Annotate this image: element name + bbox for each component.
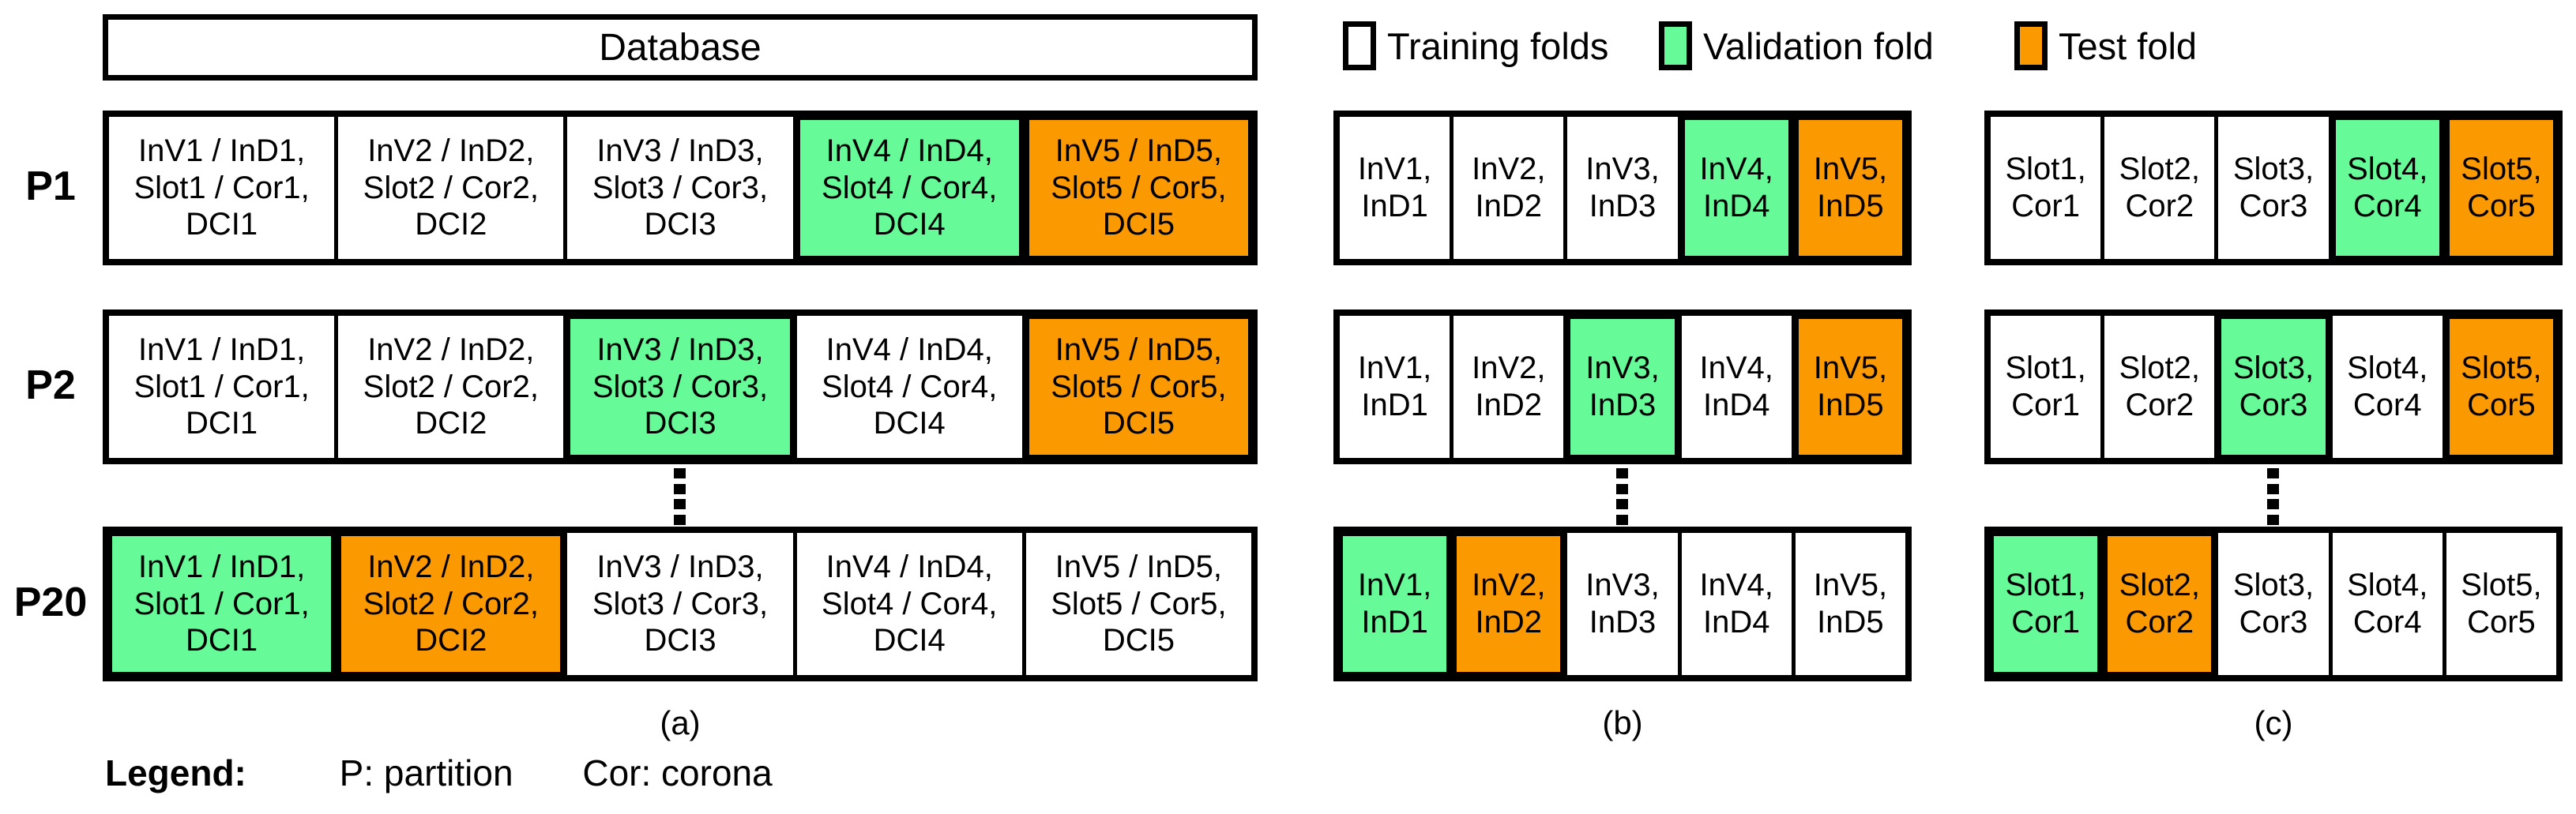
- caption-c: (c): [2254, 704, 2293, 741]
- training-fold-cell: InV2,InD2: [1450, 316, 1564, 458]
- validation-fold-cell: InV1 / InD1,Slot1 / Cor1,DCI1: [109, 533, 335, 675]
- validation-fold-cell: Slot3,Cor3: [2214, 316, 2329, 458]
- validation-fold-cell: InV4 / InD4,Slot4 / Cor4,DCI4: [792, 117, 1022, 259]
- training-fold-cell: Slot1,Cor1: [1991, 117, 2101, 259]
- validation-fold-cell: InV1,InD1: [1340, 533, 1450, 675]
- test-fold-cell: Slot2,Cor2: [2100, 533, 2215, 675]
- legend-item-validation: Validation fold: [1659, 21, 1934, 71]
- training-fold-cell: InV2 / InD2,Slot2 / Cor2,DCI2: [334, 117, 564, 259]
- test-fold-cell: InV5,InD5: [1791, 117, 1906, 259]
- legend-label-validation: Validation fold: [1703, 24, 1934, 67]
- bottom-legend-item-corona: Cor: corona: [582, 752, 773, 793]
- training-fold-cell: InV1,InD1: [1340, 316, 1450, 458]
- partition-label-p1: P1: [25, 163, 76, 209]
- partition-label-p2: P2: [25, 362, 76, 408]
- database-box: Database: [103, 14, 1258, 81]
- validation-fold-cell: InV3 / InD3,Slot3 / Cor3,DCI3: [563, 316, 793, 458]
- validation-fold-cell: Slot1,Cor1: [1991, 533, 2101, 675]
- test-fold-cell: InV5 / InD5,Slot5 / Cor5,DCI5: [1021, 117, 1252, 259]
- test-fold-swatch-icon: [2014, 21, 2048, 70]
- training-fold-cell: InV4 / InD4,Slot4 / Cor4,DCI4: [792, 316, 1022, 458]
- training-fold-cell: Slot2,Cor2: [2100, 316, 2215, 458]
- training-fold-cell: Slot4,Cor4: [2328, 533, 2442, 675]
- training-fold-cell: InV3 / InD3,Slot3 / Cor3,DCI3: [563, 533, 793, 675]
- training-fold-cell: InV4 / InD4,Slot4 / Cor4,DCI4: [792, 533, 1022, 675]
- test-fold-cell: InV5,InD5: [1791, 316, 1906, 458]
- vertical-ellipsis-b: [1616, 468, 1628, 525]
- training-fold-cell: InV1,InD1: [1340, 117, 1450, 259]
- training-fold-cell: InV3,InD3: [1563, 117, 1678, 259]
- database-label: Database: [599, 26, 762, 69]
- training-fold-cell: InV1 / InD1,Slot1 / Cor1,DCI1: [109, 117, 335, 259]
- training-fold-cell: InV3 / InD3,Slot3 / Cor3,DCI3: [563, 117, 793, 259]
- test-fold-cell: InV2 / InD2,Slot2 / Cor2,DCI2: [334, 533, 564, 675]
- validation-fold-cell: InV3,InD3: [1563, 316, 1678, 458]
- test-fold-cell: InV5 / InD5,Slot5 / Cor5,DCI5: [1021, 316, 1252, 458]
- training-fold-cell: Slot5,Cor5: [2442, 533, 2557, 675]
- validation-fold-cell: InV4,InD4: [1677, 117, 1792, 259]
- training-fold-cell: Slot3,Cor3: [2214, 117, 2329, 259]
- training-fold-cell: InV4,InD4: [1677, 316, 1792, 458]
- vertical-ellipsis-c: [2267, 468, 2279, 525]
- training-fold-cell: InV5,InD5: [1791, 533, 1906, 675]
- training-fold-cell: Slot1,Cor1: [1991, 316, 2101, 458]
- bottom-legend-item-partition: P: partition: [339, 752, 513, 793]
- legend-item-test: Test fold: [2014, 21, 2197, 71]
- test-fold-cell: Slot5,Cor5: [2442, 117, 2557, 259]
- training-fold-cell: Slot2,Cor2: [2100, 117, 2215, 259]
- training-fold-cell: InV4,InD4: [1677, 533, 1792, 675]
- training-fold-cell: Slot4,Cor4: [2328, 316, 2442, 458]
- training-fold-cell: InV2,InD2: [1450, 117, 1564, 259]
- legend-item-training: Training folds: [1343, 21, 1608, 71]
- bottom-legend: Legend: P: partition Cor: corona: [105, 752, 832, 794]
- validation-fold-cell: Slot4,Cor4: [2328, 117, 2442, 259]
- training-fold-cell: InV1 / InD1,Slot1 / Cor1,DCI1: [109, 316, 335, 458]
- partition-label-p20: P20: [13, 580, 88, 625]
- caption-a: (a): [660, 704, 701, 741]
- legend-label-test: Test fold: [2059, 24, 2198, 67]
- test-fold-cell: InV2,InD2: [1450, 533, 1564, 675]
- vertical-ellipsis-a: [674, 468, 686, 525]
- legend-label-training: Training folds: [1387, 24, 1609, 67]
- test-fold-cell: Slot5,Cor5: [2442, 316, 2557, 458]
- training-fold-cell: InV3,InD3: [1563, 533, 1678, 675]
- training-fold-cell: InV5 / InD5,Slot5 / Cor5,DCI5: [1021, 533, 1252, 675]
- caption-b: (b): [1602, 704, 1643, 741]
- training-fold-swatch-icon: [1343, 21, 1376, 70]
- training-fold-cell: Slot3,Cor3: [2214, 533, 2329, 675]
- bottom-legend-title: Legend:: [105, 752, 246, 793]
- training-fold-cell: InV2 / InD2,Slot2 / Cor2,DCI2: [334, 316, 564, 458]
- validation-fold-swatch-icon: [1659, 21, 1692, 70]
